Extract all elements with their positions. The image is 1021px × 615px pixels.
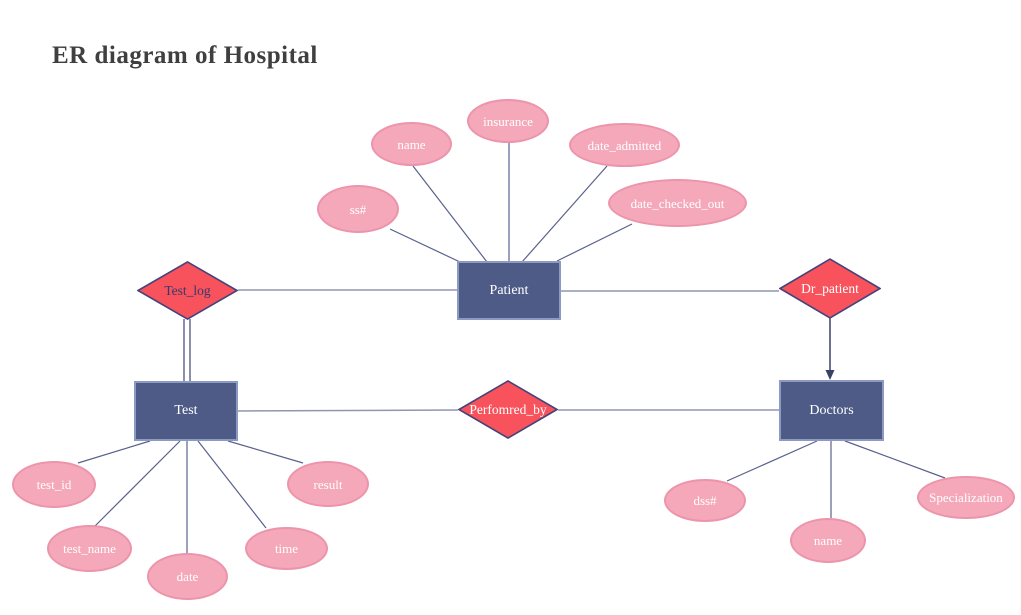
attribute-patient-date-checked-out[interactable]: date_checked_out [608, 179, 747, 227]
connector-test-test-name [94, 440, 181, 527]
connector-test-time [197, 440, 267, 529]
entity-test[interactable]: Test [134, 381, 238, 441]
connector-patient-date-admitted [521, 165, 608, 263]
attribute-patient-name[interactable]: name [371, 122, 452, 166]
connector-doctors-specialization [844, 440, 946, 479]
attribute-doctors-dss[interactable]: dss# [664, 479, 746, 522]
attribute-test-date-label: date [176, 569, 199, 584]
entity-test-label: Test [174, 403, 198, 418]
attribute-test-test-id-label: test_id [36, 477, 72, 492]
arrowhead-drpatient-doctors [825, 370, 835, 380]
relationship-test-log-label: Test_log [164, 282, 211, 298]
connector-test-result [227, 440, 304, 464]
connector-test-test-id [77, 440, 151, 464]
connector-patient-ss [389, 228, 461, 263]
entity-doctors[interactable]: Doctors [779, 380, 884, 441]
attribute-test-result[interactable]: result [287, 461, 369, 507]
attribute-test-test-id[interactable]: test_id [12, 461, 96, 508]
attribute-doctors-specialization[interactable]: Specialization [917, 476, 1015, 519]
entity-doctors-label: Doctors [809, 402, 854, 418]
connector-patient-name [412, 165, 488, 263]
diamond-icon [137, 261, 238, 320]
relationship-dr-patient[interactable]: Dr_patient [779, 258, 881, 319]
entity-patient[interactable]: Patient [457, 261, 561, 320]
diagram-title: ER diagram of Hospital [52, 42, 318, 69]
attribute-doctors-name-label: name [813, 533, 843, 548]
attribute-test-time[interactable]: time [245, 527, 328, 570]
attribute-doctors-name[interactable]: name [790, 518, 866, 563]
diamond-icon [458, 380, 558, 439]
attribute-patient-name-label: name [397, 136, 426, 152]
attribute-patient-date-admitted-label: date_admitted [587, 137, 662, 153]
attribute-patient-insurance[interactable]: insurance [467, 99, 549, 143]
attribute-doctors-specialization-label: Specialization [929, 490, 1003, 505]
relationship-test-log[interactable]: Test_log [137, 261, 238, 320]
attribute-test-test-name[interactable]: test_name [47, 525, 132, 572]
attribute-test-time-label: time [274, 541, 299, 556]
diamond-icon [779, 258, 881, 319]
entity-patient-label: Patient [489, 282, 529, 298]
attribute-test-result-label: result [313, 476, 343, 492]
attribute-test-date[interactable]: date [147, 553, 228, 600]
attribute-patient-ss[interactable]: ss# [317, 185, 399, 233]
attribute-patient-date-checked-out-label: date_checked_out [630, 195, 725, 211]
relationship-dr-patient-label: Dr_patient [801, 280, 859, 296]
connector-patient-date-checked-out [556, 223, 633, 262]
attribute-doctors-dss-label: dss# [693, 493, 717, 508]
relation-line-test-performedby [237, 409, 459, 412]
connector-doctors-dss [726, 440, 818, 482]
attribute-test-test-name-label: test_name [63, 541, 116, 556]
attribute-patient-ss-label: ss# [349, 201, 367, 217]
relationship-performed-by-label: Perfomred_by [469, 401, 547, 417]
attribute-patient-insurance-label: insurance [483, 113, 533, 129]
attribute-patient-date-admitted[interactable]: date_admitted [569, 123, 680, 167]
relationship-performed-by[interactable]: Perfomred_by [458, 380, 558, 439]
